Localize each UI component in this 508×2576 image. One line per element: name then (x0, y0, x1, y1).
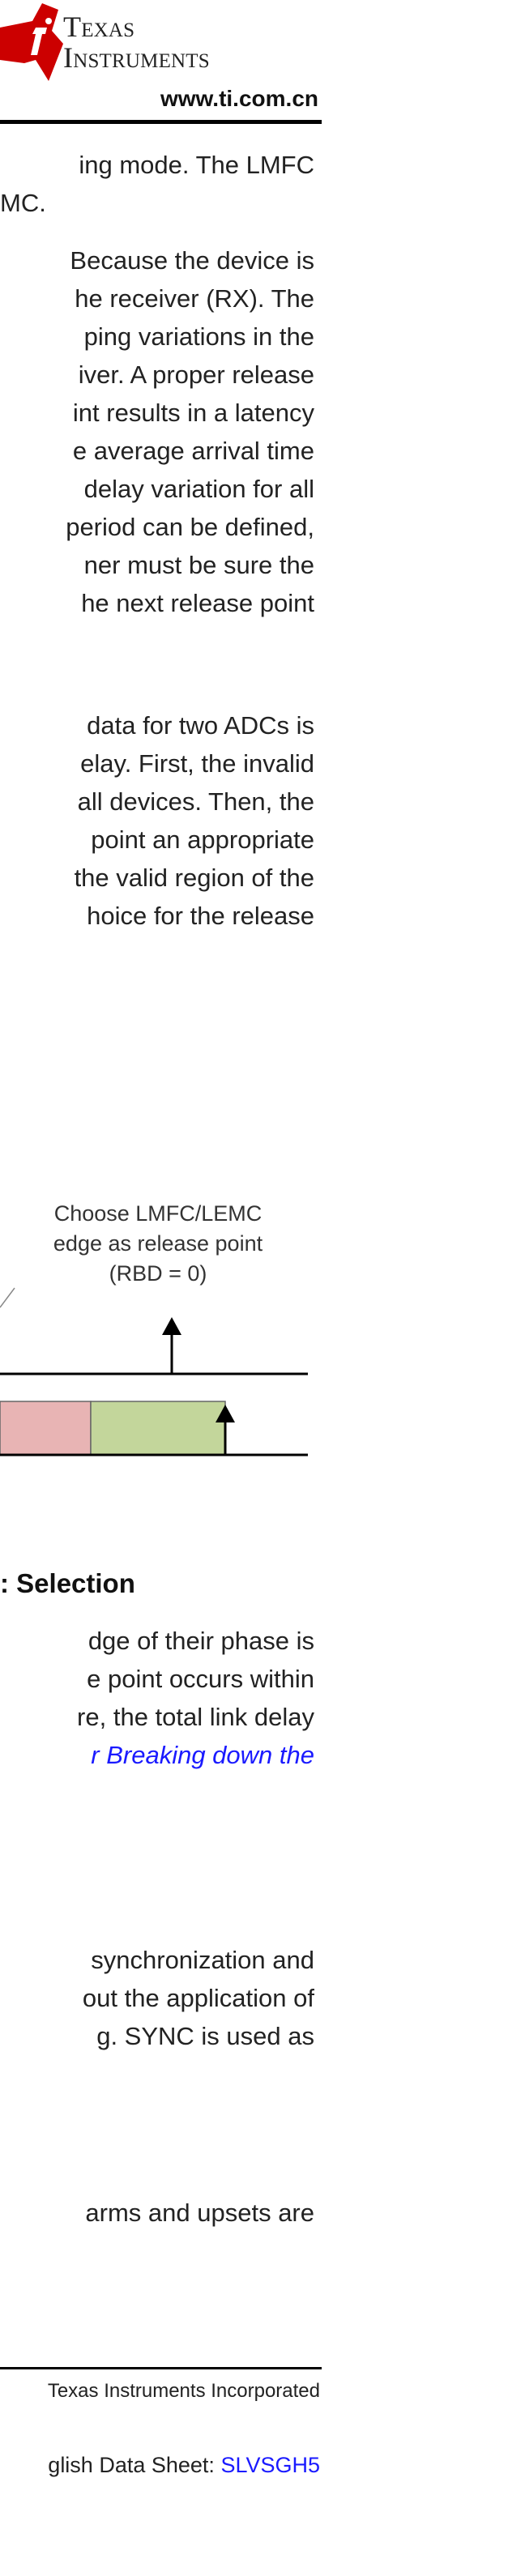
ti-logo-icon (0, 3, 63, 81)
arrow-release-head (216, 1405, 235, 1422)
label-line: (RBD = 0) (109, 1261, 207, 1286)
text-line: iver. A proper release (78, 360, 314, 389)
text-line: MC. (0, 189, 46, 217)
text-line: g. SYNC is used as (96, 2022, 314, 2050)
text-line: the valid region of the (74, 864, 314, 892)
text-line: delay variation for all (83, 475, 314, 503)
paragraph-1: ing mode. The LMFC MC. (0, 146, 314, 222)
text-line: dge of their phase is (88, 1627, 314, 1655)
text-line: data for two ADCs is (87, 711, 314, 740)
release-point-label: Choose LMFC/LEMC edge as release point (… (0, 1199, 316, 1289)
leader-line (0, 1287, 15, 1308)
label-line: Choose LMFC/LEMC (53, 1201, 263, 1226)
text-line: he receiver (RX). The (75, 284, 314, 313)
text-line: point an appropriate (91, 825, 314, 854)
text-line: e point occurs within (87, 1665, 314, 1693)
text-line: ner must be sure the (83, 551, 314, 579)
text-line: ing mode. The LMFC (79, 151, 314, 179)
text-line: ping variations in the (83, 322, 314, 351)
valid-region-block (90, 1401, 226, 1456)
footer-rule (0, 2367, 322, 2369)
text-line: hoice for the release (87, 902, 314, 930)
text-line: all devices. Then, the (77, 787, 314, 816)
text-line: arms and upsets are (85, 2199, 314, 2227)
release-point-diagram (0, 1287, 308, 1456)
text-line: synchronization and (91, 1946, 314, 1974)
invalid-region-block (0, 1401, 92, 1456)
footer-datasheet: glish Data Sheet: SLVSGH5 (48, 2453, 320, 2478)
logo-line-1: Texas (63, 11, 135, 43)
site-url[interactable]: www.ti.com.cn (160, 86, 318, 111)
text-line: elay. First, the invalid (80, 749, 314, 778)
logo-line-2: Instruments (63, 41, 210, 74)
paragraph-3: data for two ADCs is elay. First, the in… (0, 706, 314, 935)
cross-reference-link[interactable]: r Breaking down the (91, 1741, 314, 1769)
datasheet-label: glish Data Sheet: (48, 2453, 221, 2477)
text-line: int results in a latency (72, 399, 314, 427)
text-line: he next release point (81, 589, 314, 617)
section-title: : Selection (0, 1568, 135, 1598)
arrow-lmfc-head (162, 1317, 181, 1335)
section-paragraph-3: arms and upsets are (0, 2194, 314, 2232)
text-line: Because the device is (70, 246, 314, 275)
section-paragraph-2: synchronization and out the application … (0, 1941, 314, 2055)
company-wordmark: Texas Instruments (63, 11, 225, 73)
datasheet-link[interactable]: SLVSGH5 (220, 2453, 320, 2477)
text-line: re, the total link delay (77, 1703, 314, 1731)
text-line: e average arrival time (72, 437, 314, 465)
footer-copyright: Texas Instruments Incorporated (47, 2380, 320, 2402)
text-line: out the application of (82, 1984, 314, 2012)
header-rule (0, 120, 322, 124)
section-paragraph-1: dge of their phase is e point occurs wit… (0, 1622, 314, 1774)
text-line: period can be defined, (66, 513, 314, 541)
label-line: edge as release point (53, 1231, 263, 1256)
paragraph-2: Because the device is he receiver (RX). … (0, 241, 314, 622)
